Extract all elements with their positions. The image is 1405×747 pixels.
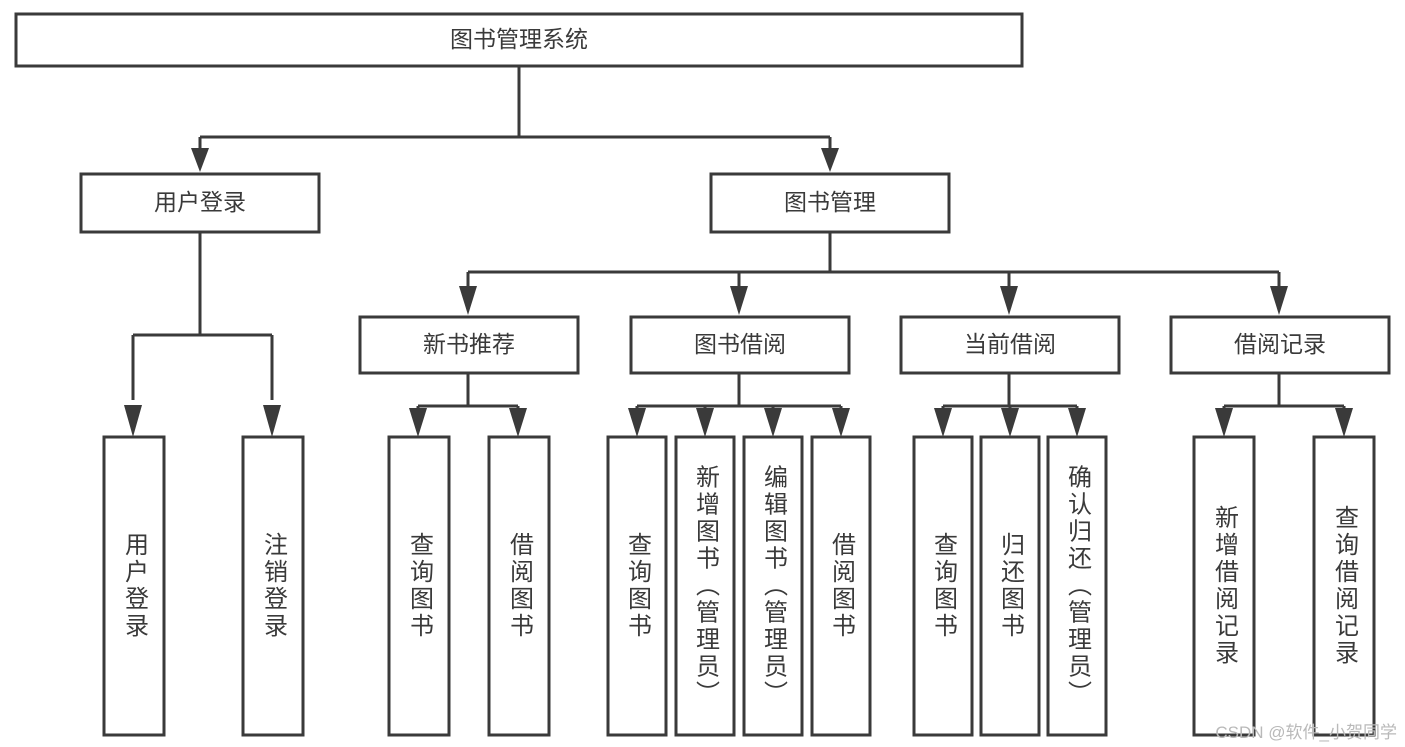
leaf-label-borrow-record-add: 新增借阅记录 [1211,505,1239,667]
arrow-current-borrow-leaf-1-icon [934,408,952,437]
leaf-label-current-borrow-return: 归还图书 [997,532,1025,640]
arrow-book-borrow-leaf-4-icon [832,408,850,437]
leaf-label-user-login-logout: 注销登录 [260,532,288,640]
leaf-box-user-login-login[interactable] [102,435,166,737]
node-user-login[interactable]: 用户登录 [79,172,321,234]
arrow-book-borrow-leaf-1-icon [628,408,646,437]
leaf-user-login-login[interactable]: 用户登录 [102,435,166,737]
root-node-label: 图书管理系统 [450,26,588,52]
leaf-label-current-borrow-query: 查询图书 [930,532,958,640]
arrow-user-login-leaf-2-icon [263,405,281,437]
leaf-book-borrow-edit[interactable]: 编辑图书（管理员） [742,435,804,737]
arrow-book-borrow-leaf-3-icon [764,408,782,437]
leaf-label-current-borrow-confirm: 确认归还（管理员） [1064,465,1092,708]
new-book-recommend-node-label: 新书推荐 [423,331,515,357]
leaf-box-borrow-record-query[interactable] [1312,435,1376,737]
leaf-box-current-borrow-query[interactable] [912,435,974,737]
leaf-user-login-logout[interactable]: 注销登录 [241,435,305,737]
leaf-label-new-book-query: 查询图书 [406,532,434,640]
new-book-recommend-node-box[interactable] [358,315,580,375]
leaf-label-book-borrow-add: 新增图书（管理员） [692,465,720,708]
arrow-new-book-leaf-2-icon [509,408,527,437]
book-management-node-label: 图书管理 [784,189,876,215]
arrow-current-borrow-leaf-3-icon [1068,408,1086,437]
arrow-current-borrow-leaf-2-icon [1001,408,1019,437]
arrow-to-book-borrow-icon [730,286,748,315]
leaf-current-borrow-query[interactable]: 查询图书 [912,435,974,737]
current-borrow-node-box[interactable] [899,315,1121,375]
arrow-to-user-login-icon [191,148,209,172]
node-root-book-management-system[interactable]: 图书管理系统 [14,12,1024,68]
leaf-book-borrow-query[interactable]: 查询图书 [606,435,668,737]
arrow-user-login-leaf-1-icon [124,405,142,437]
arrow-borrow-record-leaf-2-icon [1335,408,1353,437]
leaf-new-book-query[interactable]: 查询图书 [387,435,451,737]
leaf-box-book-borrow-borrow[interactable] [810,435,872,737]
book-management-node-box[interactable] [709,172,951,234]
leaf-box-current-borrow-confirm[interactable] [1046,435,1108,737]
leaf-label-book-borrow-query: 查询图书 [624,532,652,640]
leaf-current-borrow-return[interactable]: 归还图书 [979,435,1041,737]
leaf-current-borrow-confirm[interactable]: 确认归还（管理员） [1046,435,1108,737]
leaf-label-borrow-record-query: 查询借阅记录 [1331,505,1359,667]
arrow-new-book-leaf-1-icon [409,408,427,437]
node-current-borrow[interactable]: 当前借阅 [899,315,1121,375]
leaf-box-current-borrow-return[interactable] [979,435,1041,737]
user-login-node-box[interactable] [79,172,321,234]
connector-layer [124,66,1353,437]
arrow-borrow-record-leaf-1-icon [1215,408,1233,437]
book-borrow-node-label: 图书借阅 [694,331,786,357]
leaf-box-new-book-query[interactable] [387,435,451,737]
leaf-label-new-book-borrow: 借阅图书 [506,532,534,640]
borrow-record-node-box[interactable] [1169,315,1391,375]
leaf-box-book-borrow-add[interactable] [674,435,736,737]
leaf-borrow-record-query[interactable]: 查询借阅记录 [1312,435,1376,737]
leaf-box-new-book-borrow[interactable] [487,435,551,737]
arrow-book-borrow-leaf-2-icon [696,408,714,437]
node-borrow-record[interactable]: 借阅记录 [1169,315,1391,375]
node-book-borrow[interactable]: 图书借阅 [629,315,851,375]
leaf-new-book-borrow[interactable]: 借阅图书 [487,435,551,737]
node-book-management[interactable]: 图书管理 [709,172,951,234]
leaf-box-book-borrow-query[interactable] [606,435,668,737]
book-borrow-node-box[interactable] [629,315,851,375]
leaf-book-borrow-add[interactable]: 新增图书（管理员） [674,435,736,737]
leaf-book-borrow-borrow[interactable]: 借阅图书 [810,435,872,737]
node-new-book-recommend[interactable]: 新书推荐 [358,315,580,375]
leaf-box-borrow-record-add[interactable] [1192,435,1256,737]
root-node-box[interactable] [14,12,1024,68]
leaf-label-user-login-login: 用户登录 [121,532,149,640]
current-borrow-node-label: 当前借阅 [964,331,1056,357]
leaf-box-user-login-logout[interactable] [241,435,305,737]
borrow-record-node-label: 借阅记录 [1234,331,1326,357]
arrow-to-current-borrow-icon [1000,286,1018,315]
leaf-label-book-borrow-edit: 编辑图书（管理员） [760,465,788,708]
arrow-to-new-book-icon [459,286,477,315]
user-login-node-label: 用户登录 [154,189,246,215]
leaf-box-book-borrow-edit[interactable] [742,435,804,737]
arrow-to-borrow-record-icon [1270,286,1288,315]
leaf-borrow-record-add[interactable]: 新增借阅记录 [1192,435,1256,737]
arrow-to-book-manage-icon [821,148,839,172]
leaf-label-book-borrow-borrow: 借阅图书 [828,532,856,640]
